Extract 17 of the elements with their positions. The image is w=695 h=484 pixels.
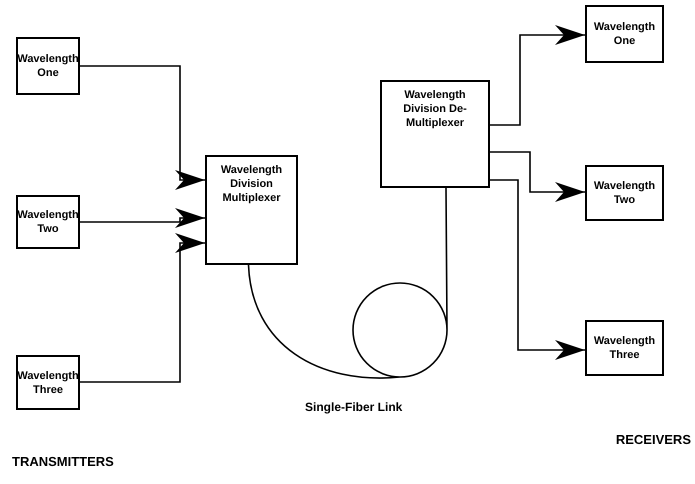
group-label: TRANSMITTERS bbox=[12, 453, 114, 471]
arrow bbox=[80, 65, 205, 190]
multiplexer-box: Wavelength Division Multiplexer bbox=[205, 155, 298, 265]
group-label: RECEIVERS bbox=[616, 431, 691, 449]
arrow bbox=[490, 25, 585, 126]
receiver-box: Wavelength One bbox=[585, 5, 664, 63]
receiver-box: Wavelength Two bbox=[585, 165, 664, 221]
transmitter-box: Wavelength Two bbox=[16, 195, 80, 249]
arrow bbox=[490, 151, 585, 202]
demultiplexer-box: Wavelength Division De-Multiplexer bbox=[380, 80, 490, 188]
arrow bbox=[490, 179, 585, 360]
receiver-box: Wavelength Three bbox=[585, 320, 664, 376]
transmitter-box: Wavelength Three bbox=[16, 355, 80, 410]
transmitter-box: Wavelength One bbox=[16, 37, 80, 95]
arrow bbox=[80, 208, 205, 228]
fiber-link-line bbox=[248, 188, 448, 379]
arrow bbox=[80, 233, 205, 383]
